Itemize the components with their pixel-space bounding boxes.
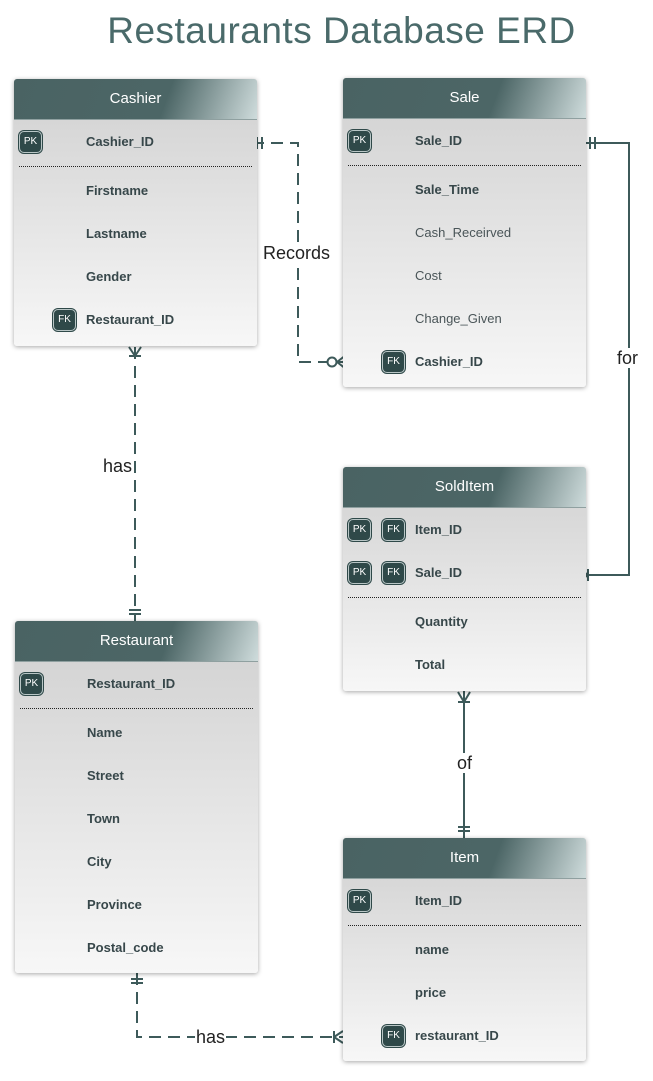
attribute-row: PK Restaurant_ID xyxy=(15,662,258,706)
attribute-row: Name xyxy=(15,711,258,754)
attribute-row: Province xyxy=(15,883,258,926)
attribute-row: FK restaurant_ID xyxy=(343,1014,586,1057)
attribute-row: name xyxy=(343,928,586,971)
label-for: for xyxy=(616,348,640,368)
attribute-name: Restaurant_ID xyxy=(87,676,176,691)
label-cashier-has: has xyxy=(102,456,134,476)
attribute-name: Sale_Time xyxy=(415,182,480,197)
attribute-name: Total xyxy=(415,657,446,672)
attribute-name: Cashier_ID xyxy=(415,354,483,369)
entity-item-header: Item xyxy=(343,838,586,879)
attribute-name: Cash_Receirved xyxy=(415,225,512,240)
entity-solditem[interactable]: SoldItem PK FK Item_ID PK FK Sale_ID Qua… xyxy=(343,467,586,691)
attribute-name: price xyxy=(415,985,447,1000)
attribute-name: Cost xyxy=(415,268,442,283)
attribute-name: Town xyxy=(87,811,120,826)
attribute-row: price xyxy=(343,971,586,1014)
key-divider xyxy=(348,597,581,598)
entity-sale-header: Sale xyxy=(343,78,586,119)
attribute-name: Lastname xyxy=(86,226,147,241)
attribute-name: Cashier_ID xyxy=(86,134,154,149)
attribute-row: Cash_Receirved xyxy=(343,211,586,254)
pk-badge: PK xyxy=(348,130,371,152)
attribute-name: Sale_ID xyxy=(415,565,462,580)
fk-badge: FK xyxy=(53,309,76,331)
entity-cashier[interactable]: Cashier PK Cashier_ID Firstname Lastname… xyxy=(14,79,257,346)
entity-restaurant[interactable]: Restaurant PK Restaurant_ID Name Street … xyxy=(15,621,258,973)
pk-badge: PK xyxy=(348,519,371,541)
fk-badge: FK xyxy=(382,519,405,541)
label-records: Records xyxy=(262,243,332,263)
attribute-row: Lastname xyxy=(14,212,257,255)
attribute-name: restaurant_ID xyxy=(415,1028,499,1043)
attribute-name: Name xyxy=(87,725,123,740)
attribute-name: Street xyxy=(87,768,124,783)
key-divider xyxy=(19,166,252,167)
pk-badge: PK xyxy=(19,131,42,153)
attribute-row: Town xyxy=(15,797,258,840)
attribute-row: Quantity xyxy=(343,600,586,643)
attribute-row: Street xyxy=(15,754,258,797)
entity-sale[interactable]: Sale PK Sale_ID Sale_Time Cash_Receirved… xyxy=(343,78,586,387)
diagram-title: Restaurants Database ERD xyxy=(107,10,576,51)
attribute-row: FK Cashier_ID xyxy=(343,340,586,383)
pk-badge: PK xyxy=(348,890,371,912)
relationship-item-restaurant xyxy=(131,973,344,1044)
attribute-row: Total xyxy=(343,643,586,686)
attribute-row: FK Restaurant_ID xyxy=(14,298,257,341)
attribute-row: Sale_Time xyxy=(343,168,586,211)
attribute-name: City xyxy=(87,854,112,869)
attribute-row: Firstname xyxy=(14,169,257,212)
attribute-name: Gender xyxy=(86,269,132,284)
key-divider xyxy=(348,925,581,926)
entity-restaurant-header: Restaurant xyxy=(15,621,258,662)
attribute-name: Item_ID xyxy=(415,893,462,908)
attribute-name: Restaurant_ID xyxy=(86,312,175,327)
label-of: of xyxy=(456,753,474,773)
entity-cashier-header: Cashier xyxy=(14,79,257,120)
attribute-row: Cost xyxy=(343,254,586,297)
attribute-row: PK FK Sale_ID xyxy=(343,551,586,595)
attribute-row: PK Sale_ID xyxy=(343,119,586,163)
attribute-name: Postal_code xyxy=(87,940,164,955)
attribute-name: Quantity xyxy=(415,614,468,629)
attribute-row: PK FK Item_ID xyxy=(343,508,586,551)
attribute-name: Item_ID xyxy=(415,522,462,537)
fk-badge: FK xyxy=(382,351,405,373)
entity-solditem-header: SoldItem xyxy=(343,467,586,508)
attribute-name: Change_Given xyxy=(415,311,502,326)
attribute-name: Province xyxy=(87,897,142,912)
pk-badge: PK xyxy=(348,562,371,584)
attribute-row: Gender xyxy=(14,255,257,298)
attribute-row: Change_Given xyxy=(343,297,586,340)
pk-badge: PK xyxy=(20,673,43,695)
attribute-row: PK Item_ID xyxy=(343,879,586,923)
attribute-name: Firstname xyxy=(86,183,149,198)
attribute-name: Sale_ID xyxy=(415,133,462,148)
attribute-name: name xyxy=(415,942,449,957)
key-divider xyxy=(20,708,253,709)
key-divider xyxy=(348,165,581,166)
fk-badge: FK xyxy=(382,1025,405,1047)
relationship-cashier-restaurant xyxy=(128,346,142,622)
attribute-row: City xyxy=(15,840,258,883)
entity-item[interactable]: Item PK Item_ID name price FK restaurant… xyxy=(343,838,586,1061)
label-item-has: has xyxy=(195,1027,227,1047)
attribute-row: PK Cashier_ID xyxy=(14,120,257,164)
attribute-row: Postal_code xyxy=(15,926,258,969)
fk-badge: FK xyxy=(382,562,405,584)
